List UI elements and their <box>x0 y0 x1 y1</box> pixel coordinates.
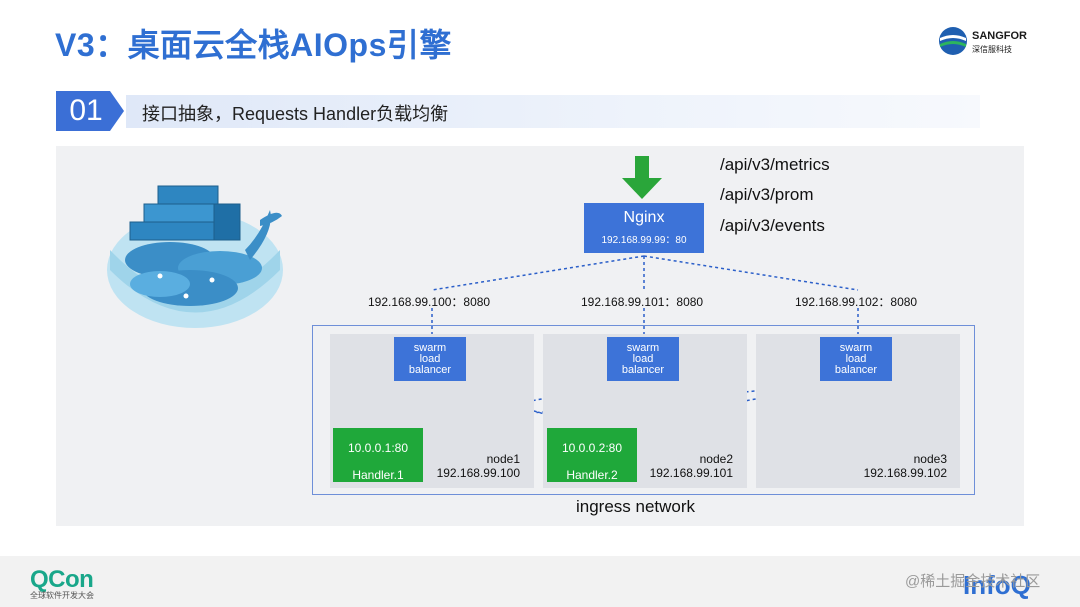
node3-port-label: 192.168.99.102：8080 <box>795 295 918 309</box>
swarm-load-balancer-3: swarm load balancer <box>820 337 892 381</box>
ingress-network-frame <box>312 325 975 495</box>
sangfor-logo: SANGFOR 深信服科技 <box>938 26 1030 58</box>
docker-whale-icon <box>107 185 283 328</box>
api-path-metrics: /api/v3/metrics <box>720 155 830 174</box>
footer-bar <box>0 556 1080 607</box>
section-arrow <box>110 91 124 131</box>
node3-label: node3 192.168.99.102 <box>863 452 947 480</box>
api-path-prom: /api/v3/prom <box>720 185 814 204</box>
section-number-box <box>56 91 110 131</box>
sangfor-logo-icon <box>939 27 967 55</box>
nginx-label: Nginx <box>623 209 665 226</box>
api-path-events: /api/v3/events <box>720 216 825 235</box>
node2-label: node2 192.168.99.101 <box>649 452 733 480</box>
swarm-load-balancer-1: swarm load balancer <box>394 337 466 381</box>
logo-subtitle: 深信服科技 <box>972 45 1012 54</box>
swarm-load-balancer-2: swarm load balancer <box>607 337 679 381</box>
node2-port-label: 192.168.99.101：8080 <box>581 295 704 309</box>
section-number: 01 <box>69 94 103 127</box>
handler-1-box: 10.0.0.1:80 Handler.1 <box>333 428 423 482</box>
handler-1-ip: 10.0.0.1:80 <box>347 441 409 455</box>
handler-2-ip: 10.0.0.2:80 <box>561 441 623 455</box>
node1-label: node1 192.168.99.100 <box>436 452 520 480</box>
handler-2-box: 10.0.0.2:80 Handler.2 <box>547 428 637 482</box>
node1-port-label: 192.168.99.100：8080 <box>368 295 491 309</box>
watermark-text: @稀土掘金技术社区 <box>905 573 1041 590</box>
infoq-logo: InfoQ <box>963 570 1031 600</box>
qcon-subtitle: 全球软件开发大会 <box>30 591 94 600</box>
slide-title: V3：桌面云全栈AIOps引擎 <box>55 27 452 63</box>
handler-1-name: Handler.1 <box>352 468 404 482</box>
ingress-network-label: ingress network <box>576 497 696 516</box>
logo-name: SANGFOR <box>972 30 1027 42</box>
handler-2-name: Handler.2 <box>566 468 618 482</box>
nginx-box: Nginx 192.168.99.99：80 <box>584 203 704 253</box>
qcon-logo: QCon <box>30 566 94 593</box>
nginx-address: 192.168.99.99：80 <box>601 235 687 246</box>
section-heading: 接口抽象，Requests Handler负载均衡 <box>142 104 449 124</box>
incoming-arrow-icon <box>622 156 662 199</box>
section-bar <box>126 95 980 128</box>
